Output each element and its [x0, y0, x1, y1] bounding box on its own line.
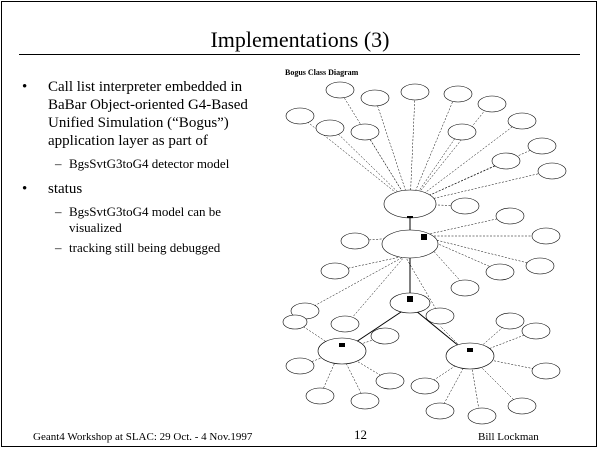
bullet-list: • Call list interpreter embedded in BaBa…: [22, 78, 282, 256]
class-diagram: [282, 81, 567, 425]
sub-bullet-item: – BgsSvtG3toG4 detector model: [55, 156, 282, 172]
diagram-main-links: [349, 208, 466, 352]
footer-event: Geant4 Workshop at SLAC: 29 Oct. - 4 Nov…: [33, 431, 253, 443]
diagram-title: Bogus Class Diagram: [285, 68, 359, 77]
bullet-mark: •: [22, 79, 28, 95]
sub-bullet-item: – BgsSvtG3toG4 model can be visualized: [55, 204, 282, 236]
bullet-text: Call list interpreter embedded in BaBar …: [48, 79, 248, 149]
sub-bullet-dash: –: [55, 240, 62, 255]
bullet-item: • status: [22, 180, 282, 198]
sub-bullet-text: BgsSvtG3toG4 model can be visualized: [69, 204, 222, 235]
bullet-mark: •: [22, 181, 28, 197]
sub-bullet-text: tracking still being debugged: [69, 240, 221, 255]
page-number: 12: [354, 427, 367, 442]
bullet-text: status: [48, 181, 83, 197]
sub-bullet-dash: –: [55, 204, 62, 219]
title-rule: [19, 54, 580, 55]
bullet-item: • Call list interpreter embedded in BaBa…: [22, 78, 282, 150]
diagram-junction-markers: [339, 216, 473, 352]
footer-author: Bill Lockman: [478, 431, 539, 443]
diagram-class-nodes: [282, 81, 567, 425]
sub-bullet-item: – tracking still being debugged: [55, 240, 282, 256]
sub-bullet-text: BgsSvtG3toG4 detector model: [69, 156, 230, 171]
sub-bullet-dash: –: [55, 156, 62, 171]
slide-title: Implementations (3): [210, 27, 390, 52]
